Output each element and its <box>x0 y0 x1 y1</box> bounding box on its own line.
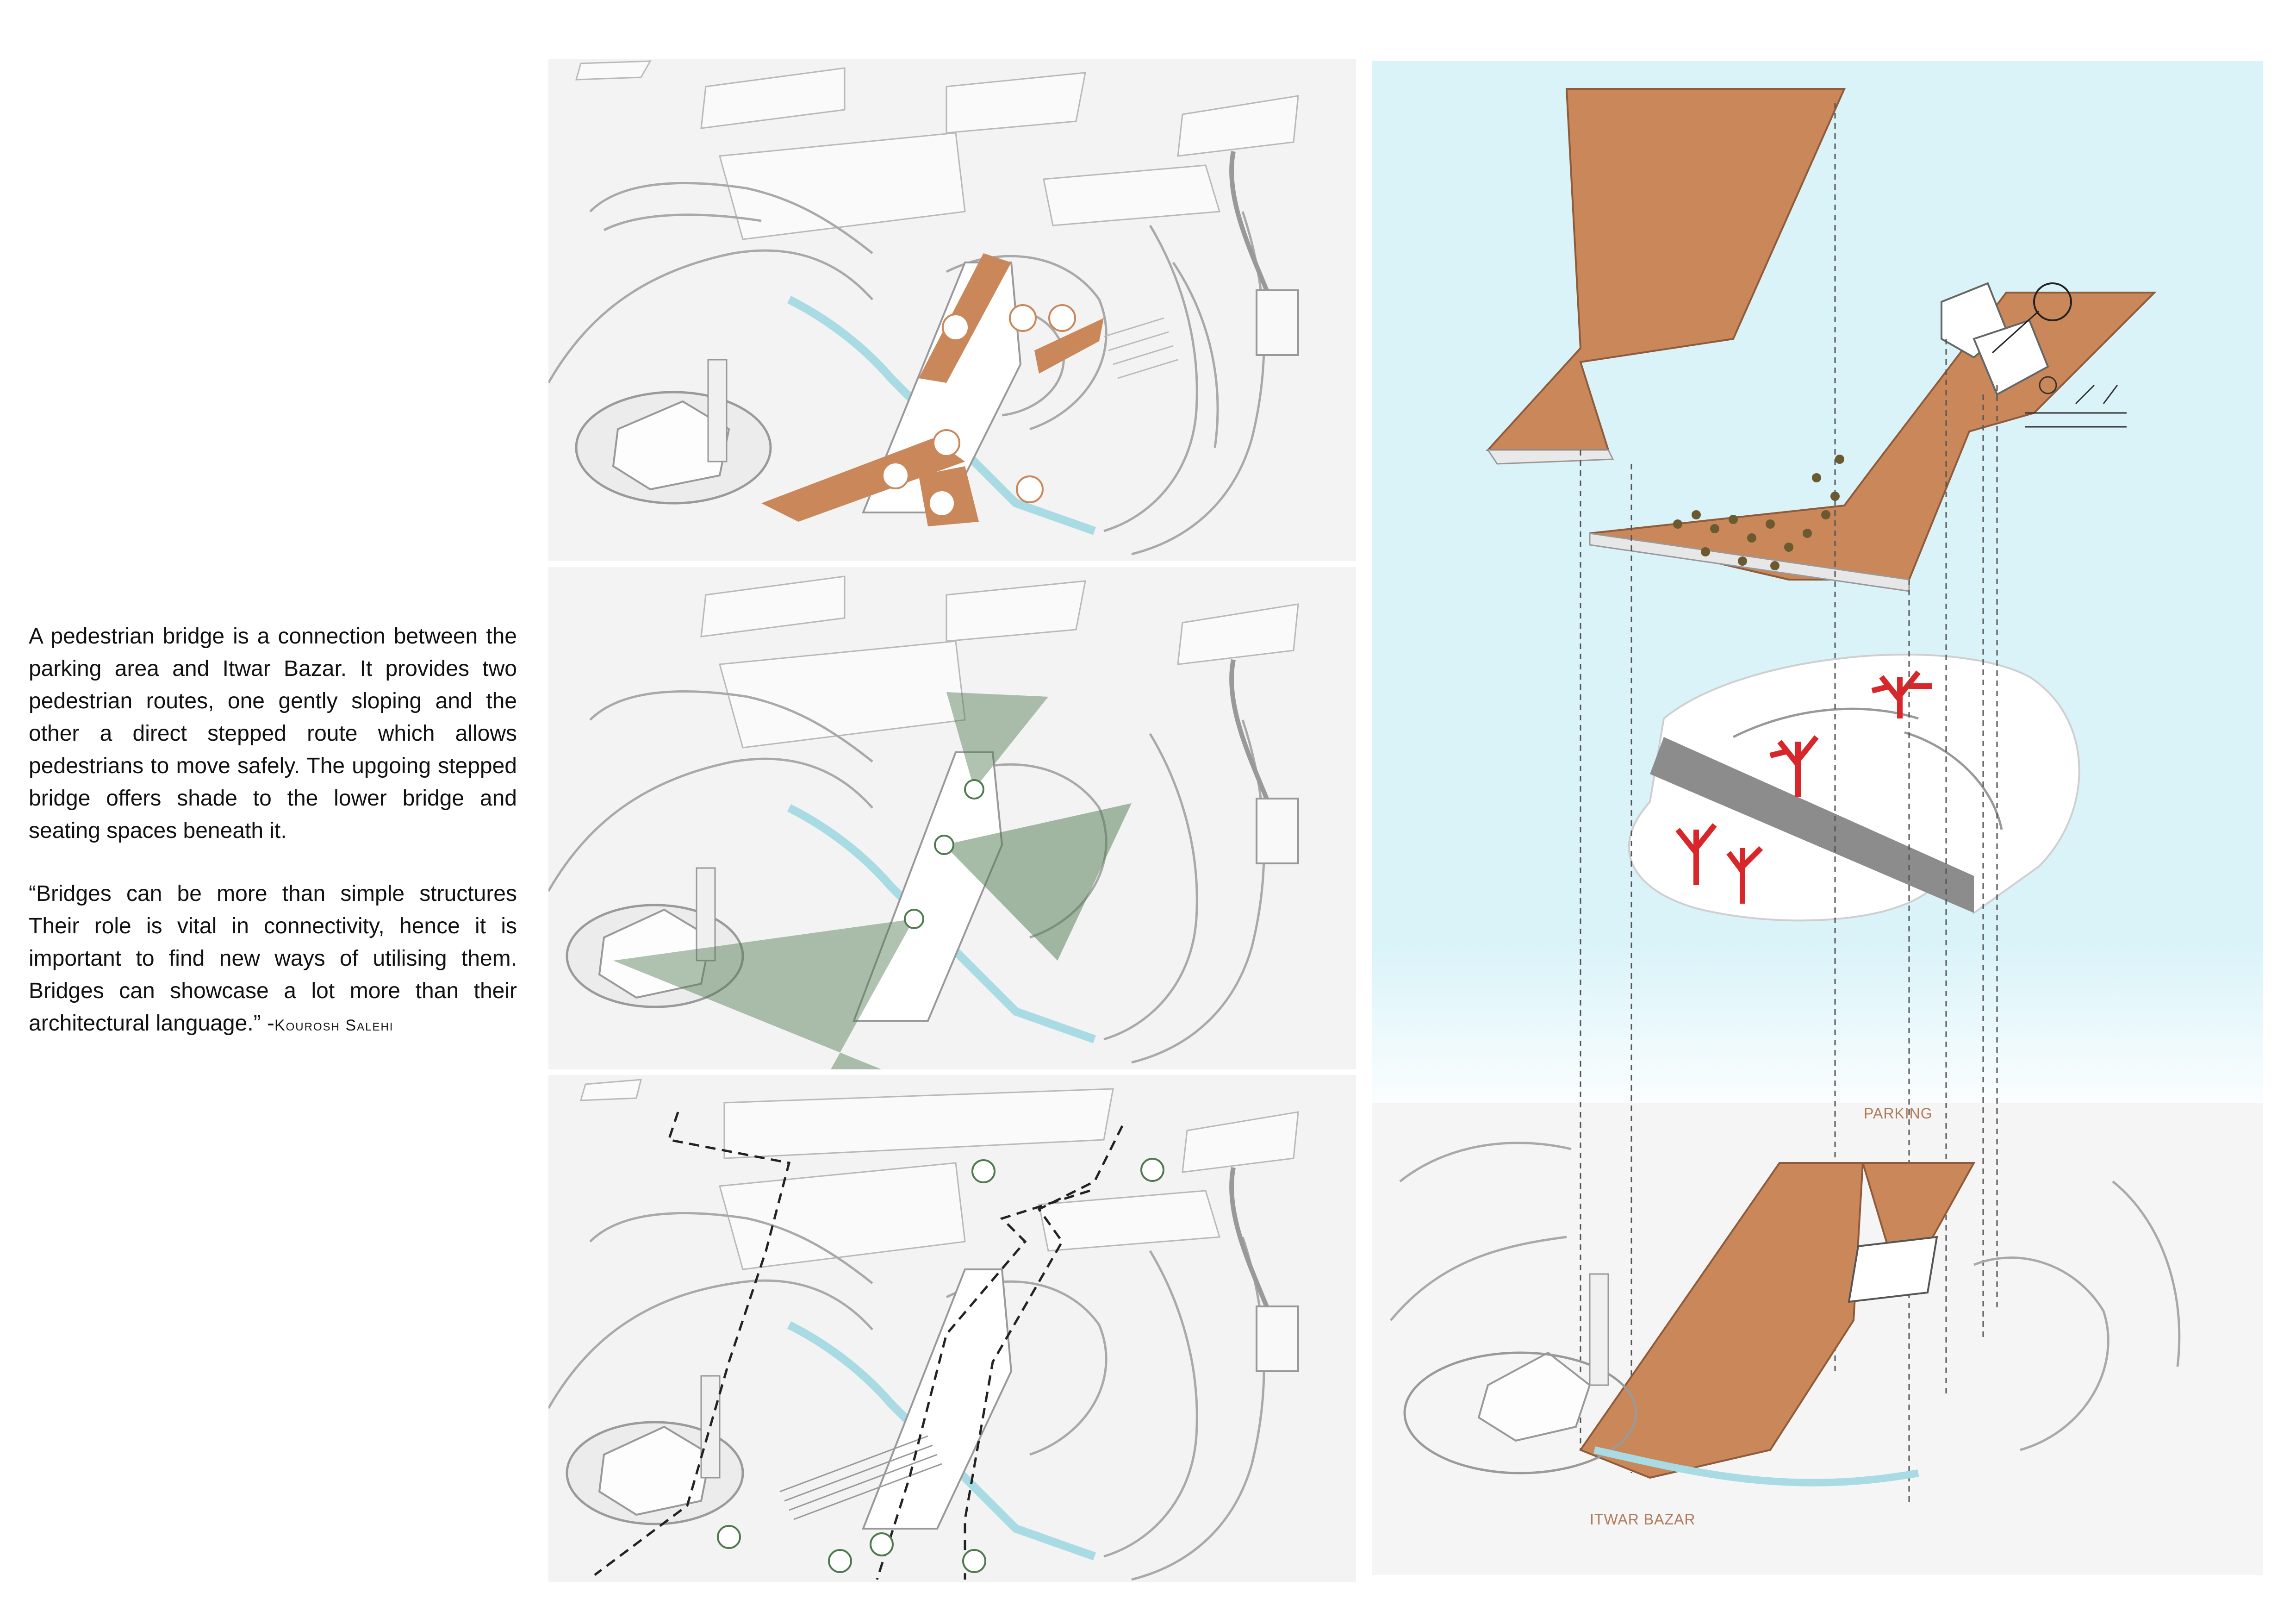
site-drawing-2 <box>548 567 1356 1069</box>
site-axonometric-views-panel <box>548 567 1356 1069</box>
site-axonometric-routes-panel <box>548 1075 1356 1582</box>
site-drawing-1 <box>548 59 1356 561</box>
quote-paragraph: “Bridges can be more than simple structu… <box>29 878 517 1042</box>
tree-icons <box>1675 670 1932 904</box>
description-text: A pedestrian bridge is a connection betw… <box>29 620 517 1042</box>
quote-text: “Bridges can be more than simple structu… <box>29 881 517 1036</box>
sky-gradient <box>1372 941 2263 1126</box>
site-drawing-3 <box>548 1075 1356 1582</box>
seating-cluster <box>1673 455 1844 570</box>
parking-label: PARKING <box>1864 1105 1933 1122</box>
exploded-axonometric-panel: PARKING ITWAR BAZAR <box>1372 61 2263 1575</box>
pedestrian-icons <box>717 1158 1164 1573</box>
quote-author: Kourosh Salehi <box>274 1017 394 1034</box>
description-paragraph: A pedestrian bridge is a connection betw… <box>29 624 517 843</box>
itwar-bazar-label: ITWAR BAZAR <box>1590 1511 1696 1528</box>
site-axonometric-program-panel <box>548 59 1356 561</box>
exploded-axonometric-drawing <box>1390 88 2181 1505</box>
